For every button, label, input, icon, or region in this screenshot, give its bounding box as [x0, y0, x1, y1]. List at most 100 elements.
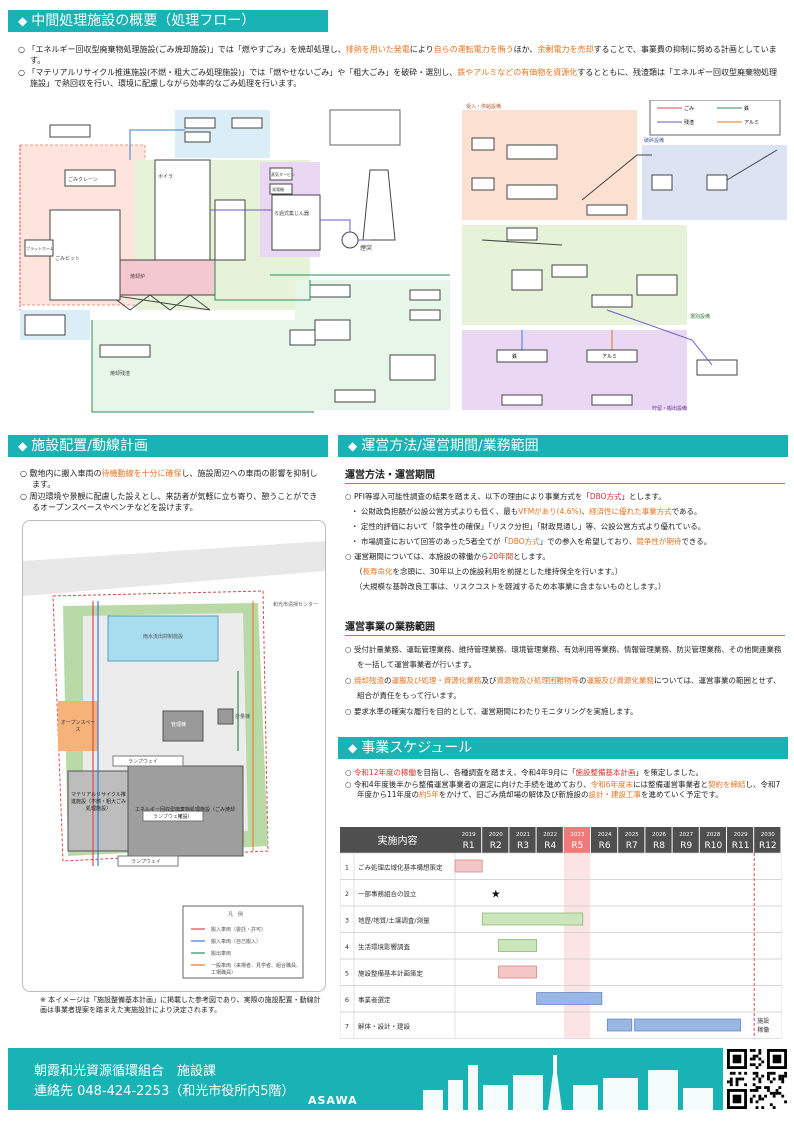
ramp-label-2: ランプウェイ — [153, 814, 183, 820]
qr-module — [729, 1077, 733, 1081]
qr-module — [755, 1100, 759, 1104]
qr-module — [758, 1063, 762, 1067]
operation-line-3: （長寿命化を念頭に、30年以上の施設利用を前提とした維持保全を行います。） — [355, 567, 623, 576]
generator-label: 発電機 — [272, 186, 284, 192]
diamond-icon: ◆ — [348, 741, 358, 755]
operation-line-4: （大規模な基幹改良工事は、リスクコストを軽減するため本事業に含まないものとします… — [355, 582, 666, 591]
layout-note: ※ 本イメージは「施設整備基本計画」に掲載した参考図であり、実際の施設配置・動線… — [40, 996, 321, 1014]
qr-module — [755, 1074, 759, 1078]
scale-label: 計量棟 — [235, 714, 251, 720]
ramp-label-1: ランプウェイ — [128, 759, 158, 765]
qr-module — [778, 1091, 782, 1095]
qr-module — [752, 1089, 756, 1092]
operation-line-2: ○ 運営期間については、本施設の稼働から20年間とします。 — [345, 552, 550, 561]
task-number: 6 — [345, 996, 349, 1004]
reiwa-label: R3 — [517, 841, 529, 851]
qr-module — [778, 1077, 782, 1081]
reiwa-label: R5 — [571, 841, 583, 851]
qr-module — [781, 1080, 785, 1084]
qr-module — [775, 1089, 779, 1092]
qr-module — [752, 1077, 756, 1081]
layout-paragraph-1: ○ 敷地内に搬入車両の待機動線を十分に確保し、施設周辺への車両の影響を抑制します… — [20, 469, 318, 489]
year-header-cell — [699, 827, 726, 853]
qr-module — [741, 1077, 745, 1081]
qr-module — [729, 1080, 733, 1084]
gantt-header-cell — [340, 827, 455, 853]
year-label: 2027 — [679, 832, 693, 838]
qr-module — [749, 1089, 753, 1092]
city-skyline — [423, 1055, 713, 1110]
section-header-operation: ◆運営方法/運営期間/業務範囲 — [338, 435, 788, 457]
qr-module — [769, 1091, 773, 1095]
task-name: 生活環境影響調査 — [358, 942, 411, 951]
reiwa-label: R11 — [732, 841, 750, 851]
qr-module — [752, 1094, 756, 1098]
schedule-bar — [536, 992, 603, 1005]
year-label: 2025 — [625, 832, 639, 838]
year-label: 2024 — [598, 832, 612, 838]
qr-module — [772, 1054, 782, 1064]
year-header-cell — [618, 827, 645, 853]
qr-module — [749, 1049, 753, 1052]
legend-title: 凡 例 — [228, 912, 244, 918]
admin-label: 管理棟 — [171, 722, 187, 728]
qr-module — [758, 1097, 762, 1101]
schedule-bar — [498, 939, 537, 952]
qr-module — [778, 1086, 782, 1089]
scope-line-2: ○ 焼却残渣の運搬及び処理・資源化業務及び資源物及び処理困難物等の運搬及び資源化… — [345, 676, 781, 700]
year-header-cell — [455, 827, 482, 853]
gantt-header-label: 実施内容 — [378, 834, 418, 847]
qr-module — [727, 1080, 730, 1084]
reiwa-label: R6 — [599, 841, 611, 851]
legend-alum: アルミ — [744, 120, 759, 126]
mr-receive-label: 受入・供給設備 — [466, 103, 501, 110]
schedule-description: ○ 令和12年度の稼働を目指し、各種調査を踏まえ、令和4年9月に「施設整備基本計… — [345, 768, 785, 802]
qr-code[interactable] — [727, 1048, 787, 1110]
section-title: 事業スケジュール — [361, 740, 473, 756]
flow-paragraph-2: ○ 「マテリアルリサイクル推進施設(不燃・粗大ごみ処理施設)」では「燃やせないご… — [18, 68, 777, 88]
scope-line-1: ○ 受付計量業務、運転管理業務、維持管理業務、環境管理業務、有効利用等業務、情報… — [345, 645, 782, 669]
qr-module — [761, 1106, 765, 1109]
boiler-label: ボイラ — [158, 173, 173, 180]
legend-residue: 残渣 — [684, 119, 694, 126]
schedule-bar — [454, 859, 483, 873]
operation-line-1: ○ PFI等導入可能性調査の結果を踏まえ、以下の理由により事業方式を「DBO方式… — [345, 492, 666, 501]
legend-item-3: 搬出車両 — [211, 951, 232, 957]
year-header-cell — [591, 827, 618, 853]
year-label: 2029 — [734, 832, 748, 838]
operation-bullet-1: ・ 公財政負担額が公設公営方式よりも低く、最もVFMがあり(4.6%)、経済性に… — [351, 507, 702, 516]
scope-subtitle: 運営事業の業務範囲 — [345, 618, 785, 636]
section-header-flow: ◆中間処理施設の概要（処理フロー） — [8, 10, 328, 32]
qr-module — [752, 1049, 756, 1052]
task-name: ごみ処理広域化基本構想策定 — [358, 862, 443, 871]
qr-module — [772, 1094, 776, 1098]
legend-item-4: 一般車両（来場者、見学者、組合職員、工場職員） — [211, 963, 302, 976]
qr-module — [775, 1091, 779, 1095]
qr-module — [755, 1086, 759, 1089]
city-center-label: 和光市清掃センター — [273, 602, 319, 608]
year-header-cell — [563, 827, 590, 853]
current-year-highlight — [563, 853, 590, 1039]
qr-module — [758, 1094, 762, 1098]
flow-description: ○ 「エネルギー回収型廃棄物処理施設(ごみ焼却施設)」では「燃やすごみ」を焼却処… — [18, 44, 780, 90]
qr-module — [738, 1071, 742, 1075]
section-header-layout: ◆施設配置/動線計画 — [8, 435, 328, 457]
year-header-cell — [727, 827, 754, 853]
task-name: 一部事務組合の設立 — [358, 889, 417, 898]
operation-label-2: 稼働 — [757, 1026, 769, 1034]
legend-item-2: 搬入車両（自己搬入） — [211, 939, 262, 945]
reiwa-label: R9 — [680, 841, 692, 851]
qr-module — [758, 1049, 762, 1052]
steel-label: 鉄 — [512, 353, 517, 360]
diamond-icon: ◆ — [18, 14, 28, 28]
qr-module — [769, 1080, 773, 1084]
year-header-cell — [536, 827, 563, 853]
qr-module — [767, 1071, 770, 1075]
qr-module — [778, 1074, 782, 1078]
qr-module — [761, 1074, 765, 1078]
reiwa-label: R8 — [653, 841, 665, 851]
reiwa-label: R10 — [705, 841, 723, 851]
qr-module — [749, 1100, 753, 1104]
diamond-icon: ◆ — [348, 439, 358, 453]
qr-module — [767, 1074, 770, 1078]
